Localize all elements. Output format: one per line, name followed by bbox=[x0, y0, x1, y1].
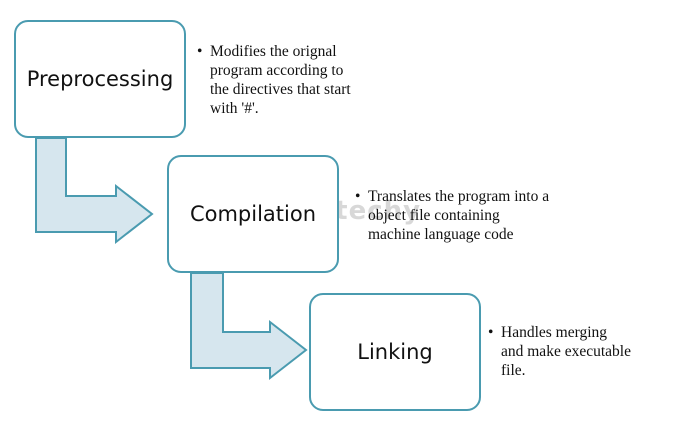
note-line: object file containing bbox=[368, 207, 500, 224]
bullet-icon: • bbox=[488, 324, 494, 341]
note-line: with '#'. bbox=[210, 100, 259, 117]
note-line: program according to bbox=[210, 62, 344, 79]
stage-label: Linking bbox=[357, 340, 433, 364]
note-compilation: • Translates the program into a object f… bbox=[355, 187, 549, 244]
note-line: machine language code bbox=[368, 226, 514, 243]
note-linking: • Handles merging and make executable fi… bbox=[488, 323, 631, 380]
note-line: and make executable bbox=[501, 343, 631, 360]
note-line: the directives that start bbox=[210, 81, 351, 98]
note-preprocessing: • Modifies the orignal program according… bbox=[197, 42, 351, 118]
stage-linking: Linking bbox=[309, 293, 481, 411]
stage-label: Compilation bbox=[189, 202, 317, 226]
bullet-icon: • bbox=[355, 188, 361, 205]
arrow-preprocessing-to-compilation bbox=[35, 137, 154, 245]
note-line: Modifies the orignal bbox=[210, 43, 337, 60]
arrow-compilation-to-linking bbox=[190, 272, 308, 381]
note-line: Translates the program into a bbox=[368, 188, 550, 205]
note-line: Handles merging bbox=[501, 324, 608, 341]
stage-preprocessing: Preprocessing bbox=[14, 20, 186, 138]
stage-compilation: Compilation bbox=[167, 155, 339, 273]
note-line: file. bbox=[501, 362, 526, 379]
stage-label: Preprocessing bbox=[26, 67, 174, 91]
bullet-icon: • bbox=[197, 43, 203, 60]
